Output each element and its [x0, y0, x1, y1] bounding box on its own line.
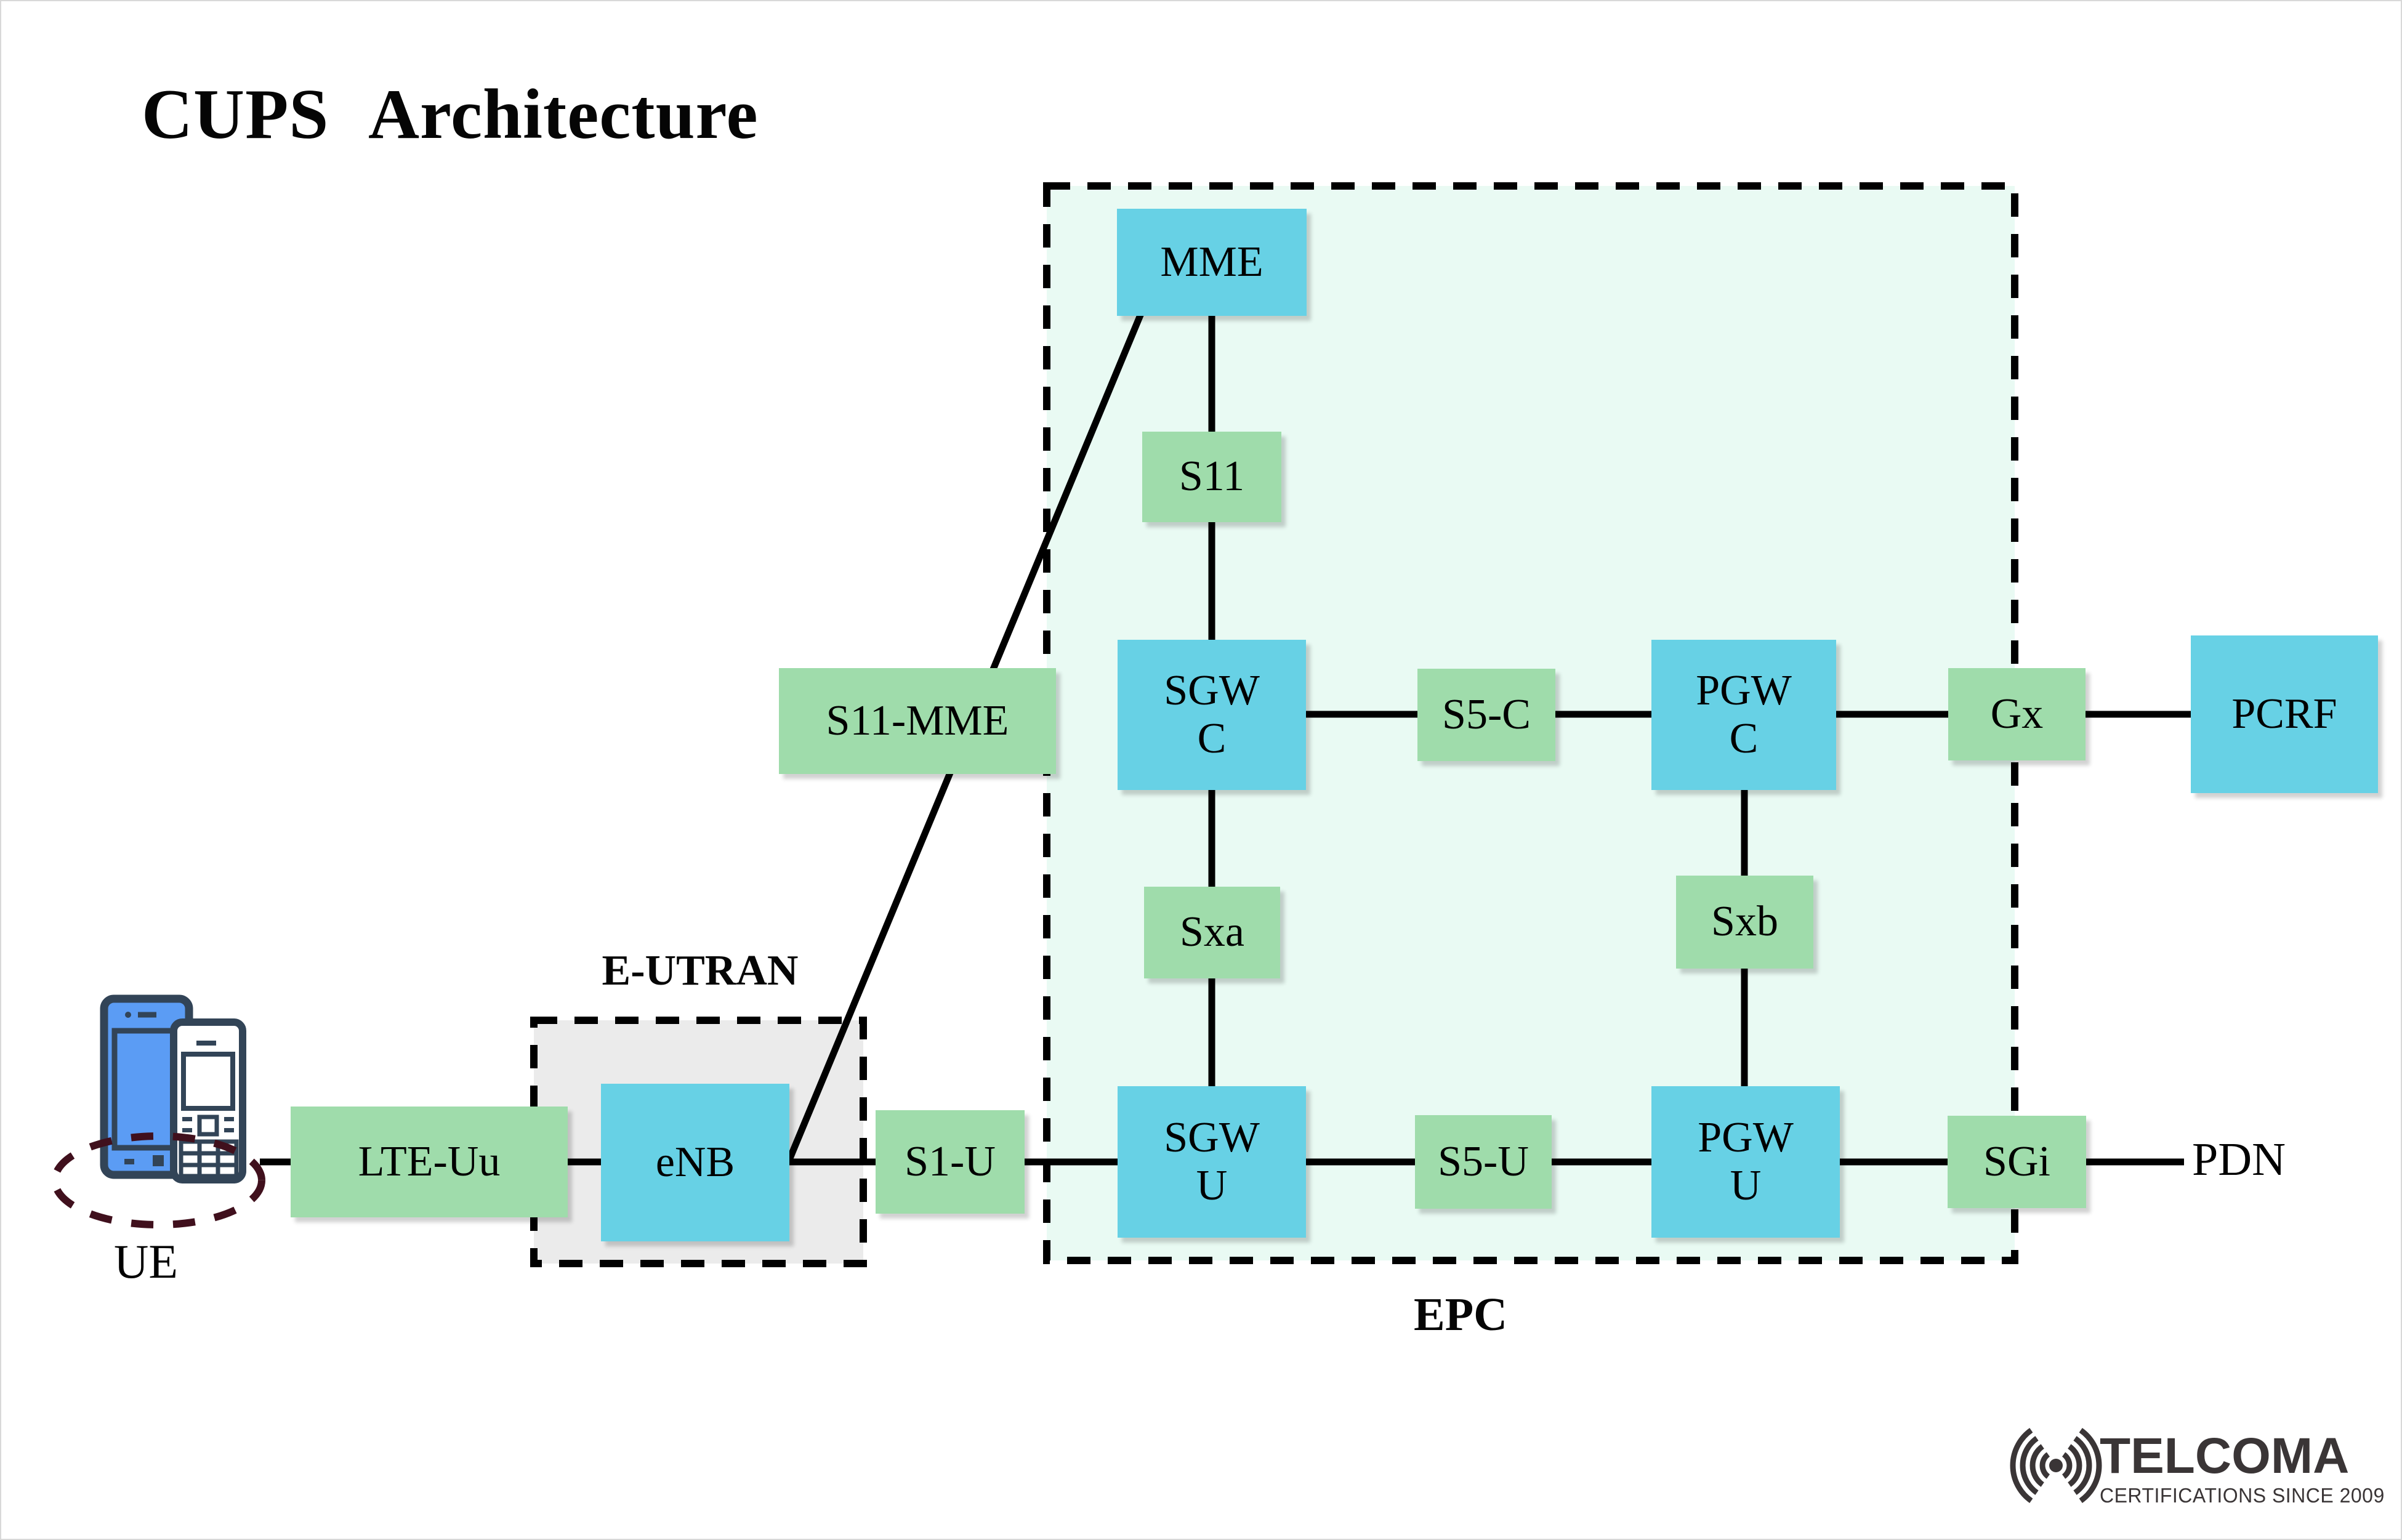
node-sgw-u: SGW U — [1118, 1086, 1306, 1238]
node-sgw-u-line1: SGW — [1164, 1113, 1260, 1161]
node-pcrf-label: PCRF — [2231, 690, 2337, 738]
interface-sxa: Sxa — [1144, 887, 1280, 978]
ue-label: UE — [114, 1235, 178, 1288]
interface-s5-u: S5-U — [1415, 1115, 1552, 1209]
smartphone-icon — [100, 994, 193, 1179]
node-pgw-u-line1: PGW — [1698, 1113, 1794, 1161]
interface-sxa-label: Sxa — [1180, 908, 1244, 956]
interface-s11: S11 — [1142, 432, 1281, 522]
interface-sxb: Sxb — [1676, 876, 1813, 969]
interface-lte-uu: LTE-Uu — [291, 1107, 568, 1217]
feature-phone-icon — [170, 1018, 246, 1183]
interface-s5-c: S5-C — [1417, 669, 1555, 761]
interface-gx-label: Gx — [1990, 690, 2044, 738]
interface-gx: Gx — [1948, 668, 2086, 760]
epc-label: EPC — [1414, 1289, 1507, 1340]
node-sgw-c-line1: SGW — [1164, 666, 1260, 714]
node-mme: MME — [1117, 209, 1307, 316]
logo-name: TELCOMA — [2100, 1428, 2350, 1484]
node-pgw-c: PGW C — [1651, 640, 1836, 790]
interface-s5-u-label: S5-U — [1438, 1137, 1529, 1185]
logo-tagline: CERTIFICATIONS SINCE 2009 — [2100, 1484, 2385, 1507]
node-sgw-c: SGW C — [1118, 640, 1306, 790]
page-title: CUPS Architecture — [142, 75, 759, 153]
interface-s11-mme: S11-MME — [779, 668, 1056, 774]
ue-ellipse — [51, 1132, 265, 1228]
keypad-grid — [179, 1139, 239, 1179]
interface-sxb-label: Sxb — [1711, 898, 1778, 946]
node-pgw-u: PGW U — [1651, 1086, 1840, 1238]
interface-s5-c-label: S5-C — [1442, 690, 1531, 738]
node-pcrf: PCRF — [2191, 635, 2378, 793]
interface-s11-mme-label: S11-MME — [826, 696, 1009, 744]
node-sgw-u-line2: U — [1196, 1162, 1228, 1209]
interface-s11-label: S11 — [1179, 453, 1245, 501]
interface-sgi: SGi — [1948, 1116, 2086, 1208]
node-pgw-c-line1: PGW — [1696, 666, 1792, 714]
node-sgw-c-line2: C — [1197, 715, 1227, 762]
interface-sgi-label: SGi — [1983, 1137, 2050, 1185]
interface-lte-uu-label: LTE-Uu — [358, 1137, 501, 1185]
signal-waves-icon — [2010, 1428, 2102, 1503]
node-enb: eNB — [601, 1084, 789, 1241]
node-enb-label: eNB — [655, 1138, 735, 1186]
node-pgw-u-line2: U — [1730, 1162, 1762, 1209]
ue-devices — [51, 994, 265, 1228]
interface-s1-u-label: S1-U — [905, 1137, 996, 1185]
node-mme-label: MME — [1160, 238, 1263, 286]
eutran-label: E-UTRAN — [602, 947, 799, 994]
interface-s1-u: S1-U — [876, 1110, 1025, 1214]
telcoma-logo: TELCOMA CERTIFICATIONS SINCE 2009 — [2100, 1431, 2393, 1506]
pdn-label: PDN — [2192, 1134, 2286, 1185]
node-pgw-c-line2: C — [1729, 715, 1759, 762]
